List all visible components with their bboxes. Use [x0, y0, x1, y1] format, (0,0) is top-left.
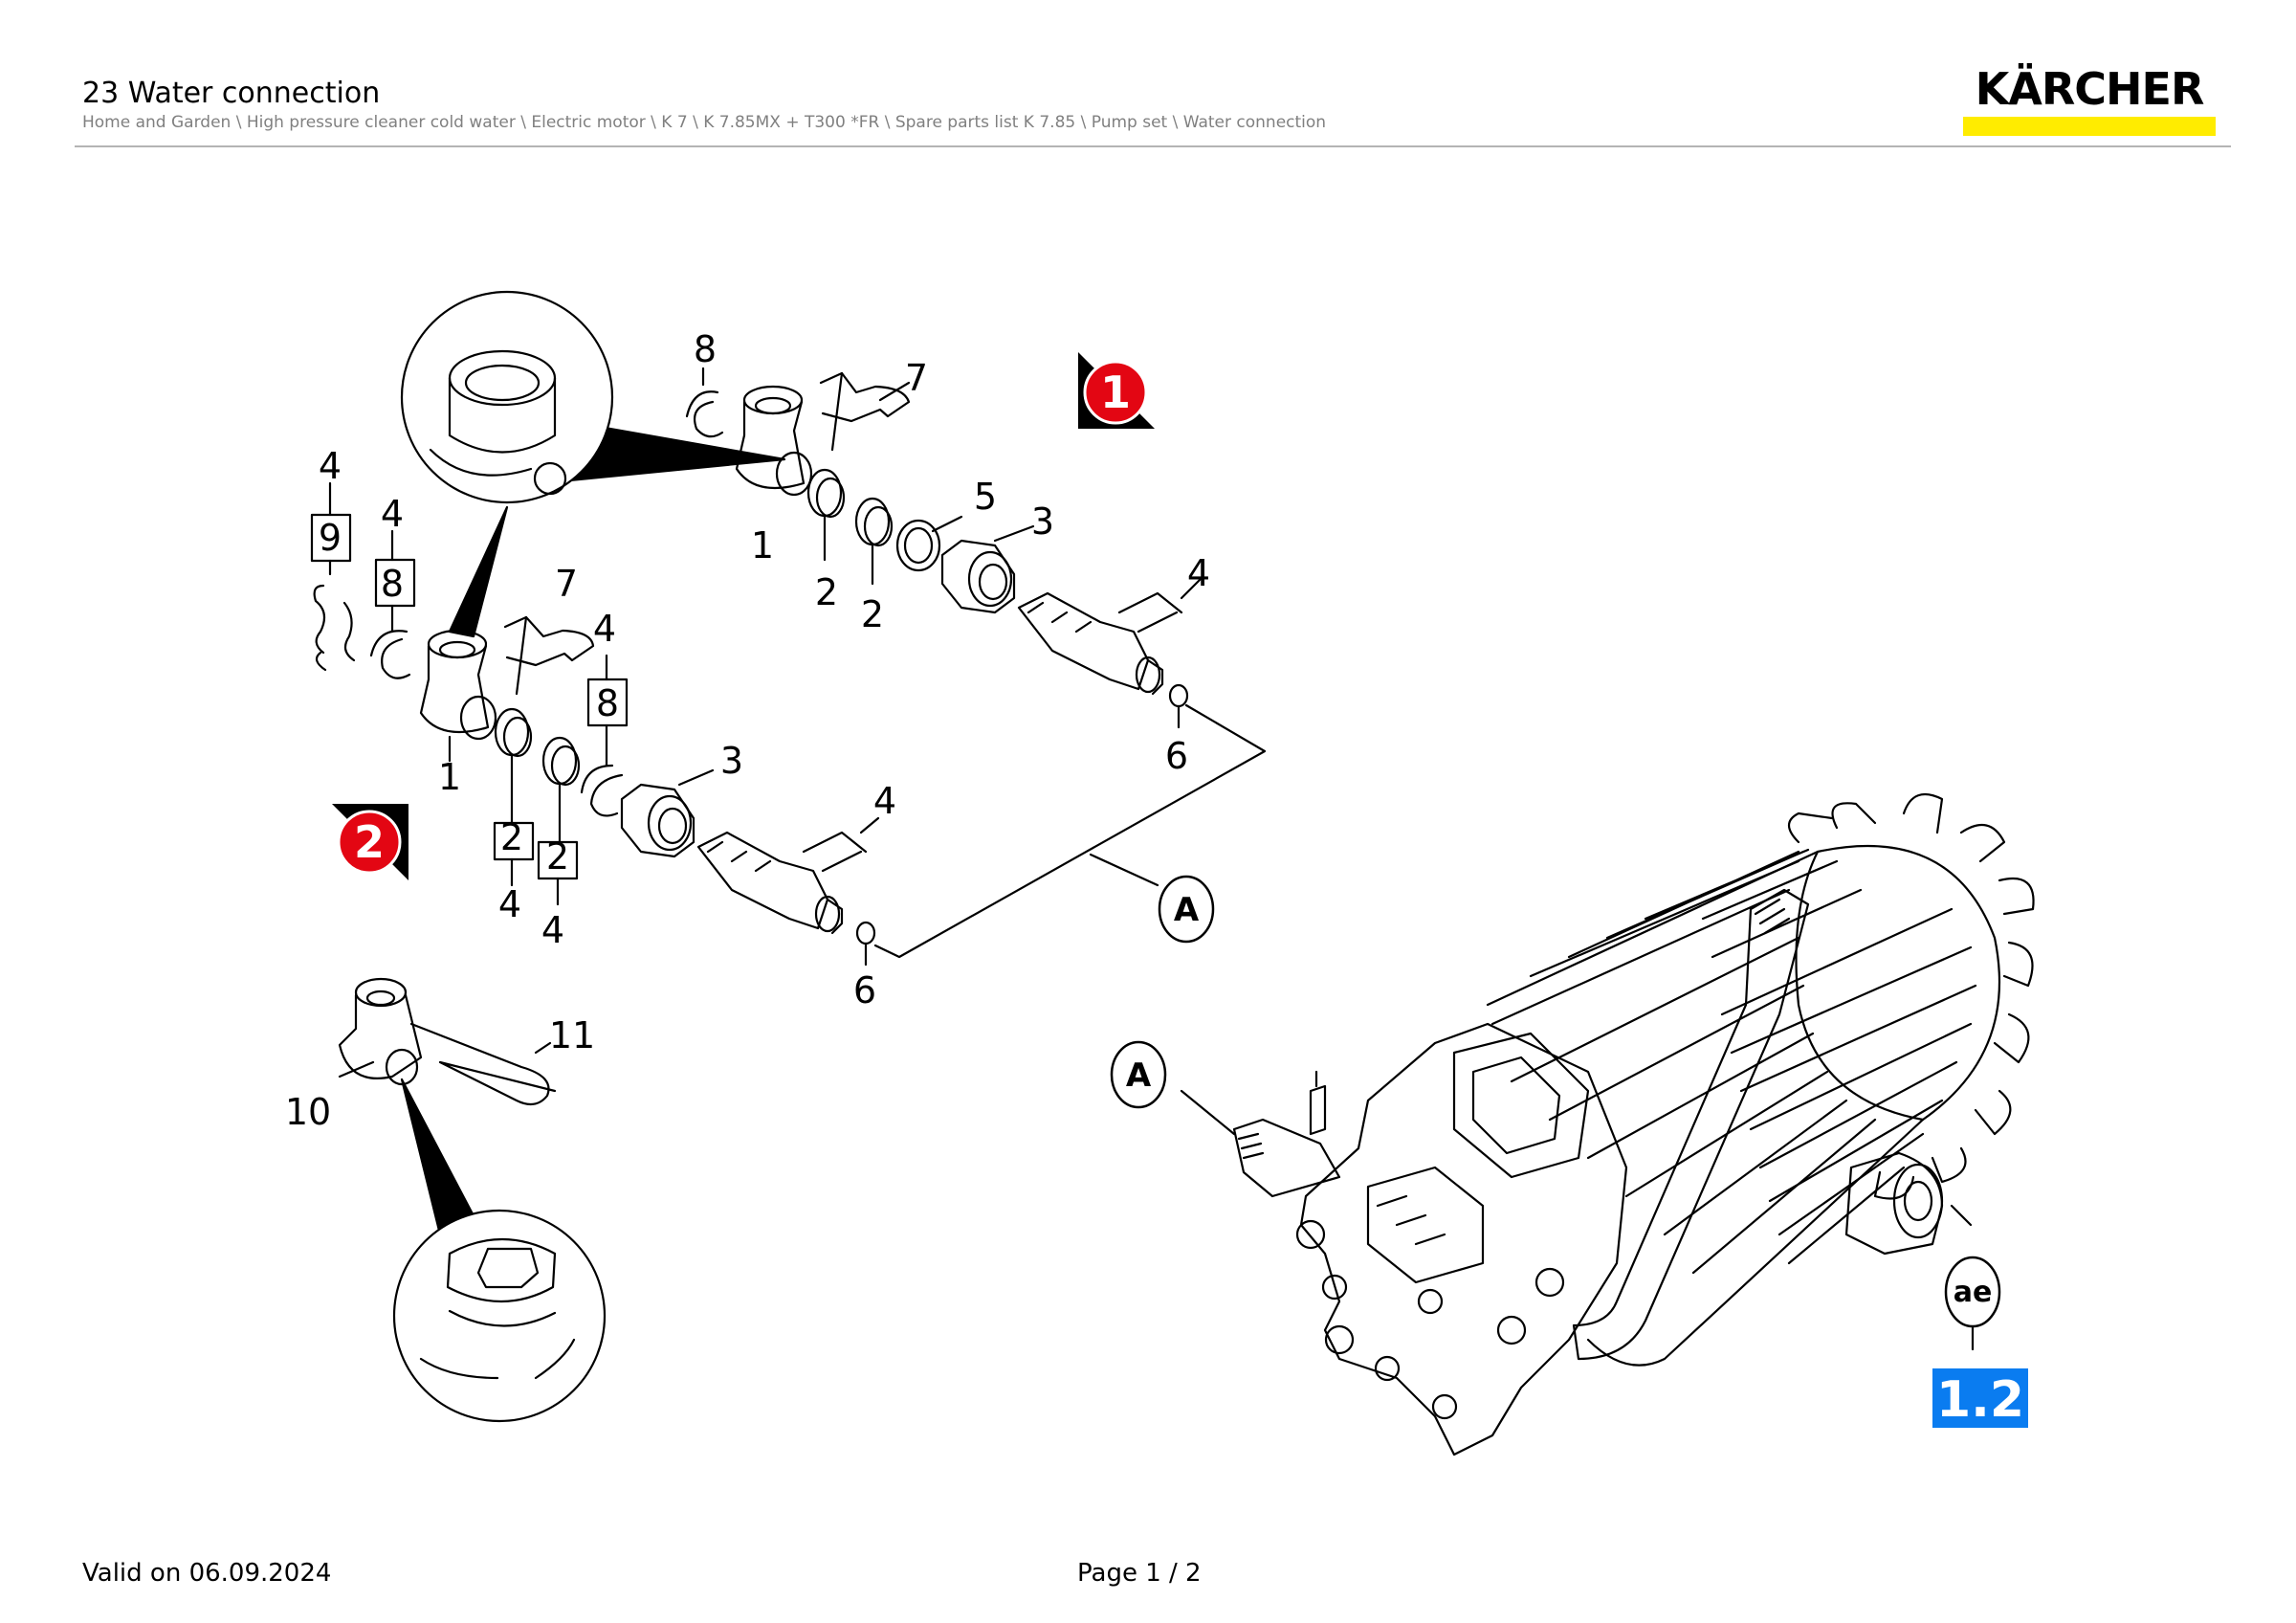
- label-upper-6: 6: [1165, 735, 1188, 777]
- label-lower-2b: 2: [546, 835, 569, 878]
- lower-assembly: [310, 481, 880, 967]
- fitting-detail: [338, 977, 607, 1423]
- label-lower-4e: 4: [541, 909, 564, 951]
- callout-ae: ae: [1944, 1256, 2001, 1328]
- callout-a-upper-label: A: [1174, 891, 1200, 929]
- breadcrumb: Home and Garden \ High pressure cleaner …: [82, 113, 1327, 132]
- logo-yellow-bar: [1963, 117, 2216, 136]
- label-upper-7: 7: [905, 357, 928, 399]
- page-title: 23 Water connection: [82, 77, 381, 110]
- label-lower-2a: 2: [500, 816, 523, 858]
- label-lower-4d: 4: [498, 883, 521, 925]
- label-upper-2b: 2: [861, 593, 884, 635]
- label-lower-8b: 8: [596, 682, 619, 724]
- footer-valid-date: Valid on 06.09.2024: [82, 1559, 332, 1588]
- connector-lines: [873, 703, 1267, 959]
- callout-a-lower-label: A: [1126, 1056, 1152, 1095]
- label-lower-7: 7: [555, 563, 578, 605]
- karcher-logo: KÄRCHER: [1963, 63, 2216, 138]
- label-item-11: 11: [549, 1014, 595, 1056]
- label-lower-4b: 4: [381, 493, 404, 535]
- label-lower-6: 6: [853, 969, 876, 1012]
- label-lower-4f: 4: [873, 780, 896, 822]
- variant-marker-1: 1: [1078, 352, 1155, 429]
- label-upper-1: 1: [751, 524, 774, 567]
- label-upper-8: 8: [694, 328, 717, 370]
- label-lower-8: 8: [381, 563, 404, 605]
- callout-a-lower: A: [1110, 1040, 1167, 1109]
- variant-marker-1-label: 1: [1100, 367, 1131, 418]
- footer-page-number: Page 1 / 2: [1077, 1559, 1202, 1588]
- variant-marker-2-label: 2: [354, 816, 385, 868]
- label-upper-2a: 2: [815, 571, 838, 613]
- label-lower-1: 1: [438, 756, 461, 798]
- assembly-badge-label: 1.2: [1936, 1371, 2024, 1429]
- label-item-10: 10: [285, 1091, 331, 1133]
- label-lower-3: 3: [720, 740, 743, 782]
- callout-a-upper: A: [1158, 875, 1215, 944]
- assembly-badge[interactable]: 1.2: [1932, 1368, 2028, 1429]
- label-upper-3: 3: [1031, 500, 1054, 543]
- label-lower-9: 9: [319, 517, 342, 559]
- variant-marker-2: 2: [332, 804, 408, 880]
- label-lower-4c: 4: [593, 608, 616, 650]
- label-lower-4-top: 4: [319, 445, 342, 487]
- label-upper-5: 5: [974, 476, 997, 518]
- header-divider: [75, 145, 2231, 147]
- label-upper-4: 4: [1187, 552, 1210, 594]
- motor-pump-assembly: [1180, 792, 2035, 1456]
- callout-ae-label: ae: [1954, 1276, 1993, 1309]
- detail-magnifier-upper: [400, 290, 786, 638]
- upper-assembly: [685, 367, 1203, 729]
- logo-wordmark: KÄRCHER: [1975, 63, 2205, 115]
